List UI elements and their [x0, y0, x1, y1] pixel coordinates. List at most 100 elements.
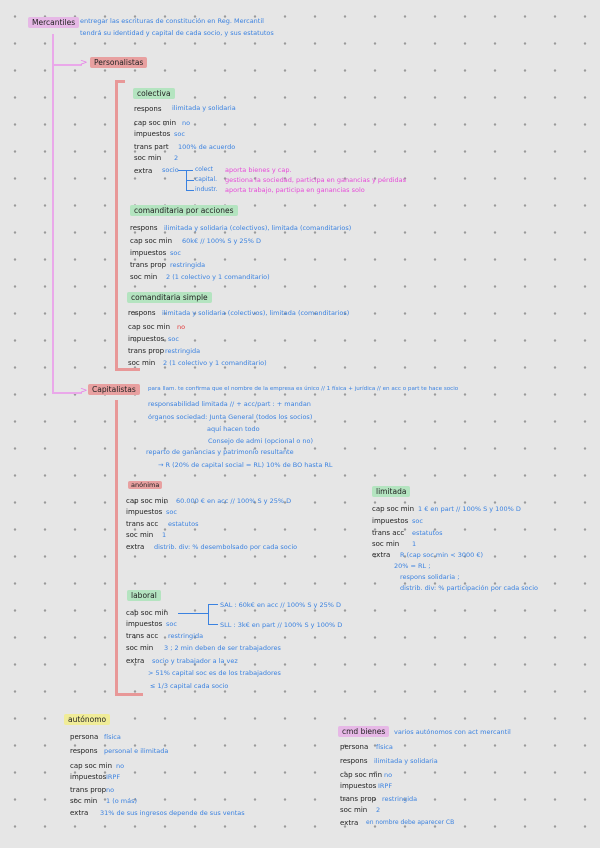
row-key: cap soc min	[70, 762, 113, 770]
row-key: soc min	[128, 359, 156, 367]
row-value: restringida	[170, 261, 206, 269]
branch-line	[186, 180, 194, 181]
row-key: soc min	[70, 797, 98, 805]
row-value: socio y trabajador a la vez	[152, 657, 238, 665]
row-key: impuestos	[372, 517, 409, 525]
bracket	[115, 693, 143, 696]
row-value: 2	[174, 154, 179, 162]
row-value: física	[376, 743, 393, 751]
row-key: respons	[128, 309, 156, 317]
row-value: 100% de acuerdo	[178, 143, 236, 151]
section-autonomo: autónomo	[64, 714, 111, 725]
row-key: extra	[70, 809, 89, 817]
row-key: trans part	[134, 143, 169, 151]
capitalistas-note: Consejo de admi (opcional o no)	[208, 437, 314, 445]
title-note-line1: entregar las escrituras de constitución …	[80, 17, 264, 25]
row-key: extra	[126, 543, 145, 551]
row-value: ilimitada y solidaria (colectivos), limi…	[164, 224, 352, 232]
capitalistas-note: órganos sociedad: Junta General (todos l…	[148, 413, 313, 421]
bracket	[115, 80, 118, 370]
row-value: soc	[174, 130, 185, 138]
section-cmd-bienes: cmd bienes	[338, 726, 390, 737]
row-value: 60.000 € en acc // 100% S y 25% D	[176, 497, 292, 505]
row-key: cap soc min	[134, 119, 177, 127]
row-value: 2 (1 colectivo y 1 comanditario)	[163, 359, 267, 367]
row-key: cap soc min	[128, 323, 171, 331]
row-key: impuestos	[70, 773, 107, 781]
row-value: ilimitada y solidaria	[374, 757, 438, 765]
laboral-extra-line: ≤ 1/3 capital cada socio	[150, 682, 229, 690]
row-key: impuestos	[130, 249, 167, 257]
bracket	[115, 80, 125, 83]
capitalistas-note: reparto de ganancias y patrimonio result…	[146, 448, 294, 456]
bracket	[115, 368, 140, 371]
limitada-extra-line: 20% = RL ;	[394, 562, 431, 570]
cmd-bienes-note: varios autónomos con act mercantil	[394, 728, 511, 736]
row-value: restringida	[165, 347, 201, 355]
row-key: soc min	[372, 540, 400, 548]
branch-line	[186, 190, 194, 191]
row-key: impuestos	[340, 782, 377, 790]
row-key: trans prop	[128, 347, 165, 355]
row-key: soc min	[130, 273, 158, 281]
branch-type: industr.	[195, 186, 218, 193]
row-value: no	[106, 786, 115, 794]
row-value: 1	[412, 540, 417, 548]
bracket	[115, 400, 118, 696]
row-key: cap soc min	[126, 497, 169, 505]
branch-desc: aporta trabajo, participa en ganancias s…	[225, 186, 365, 194]
row-value: 31% de sus ingresos depende de sus venta…	[100, 809, 245, 817]
laboral-branch: SAL : 60k€ en acc // 100% S y 25% D	[220, 601, 341, 609]
row-value: soc	[168, 335, 179, 343]
branch-line	[208, 604, 218, 605]
branch-type: colect	[195, 166, 213, 173]
capitalistas-note: → R (20% de capital social = RL) 10% de …	[158, 461, 333, 469]
row-value: distrib. div: % desembolsado por cada so…	[154, 543, 298, 551]
row-value: 2 (1 colectivo y 1 comanditario)	[166, 273, 270, 281]
subsection-anonima: anónima	[128, 481, 163, 489]
section-capitalistas: Capitalistas	[88, 384, 140, 395]
row-value: 1 (o más)	[106, 797, 138, 805]
row-value: IRPF	[378, 782, 393, 790]
row-key: trans acc	[126, 520, 159, 528]
branch-desc: aporta bienes y cap.	[225, 166, 292, 174]
row-value: soc	[170, 249, 181, 257]
row-key: extra	[126, 657, 145, 665]
arrow-right-icon: >	[80, 58, 88, 68]
row-value: restringida	[168, 632, 204, 640]
row-value: 60k€ // 100% S y 25% D	[182, 237, 261, 245]
row-key: impuestos	[128, 335, 165, 343]
subsection-comanditaria-simple: comanditaria simple	[127, 292, 212, 303]
row-key: trans prop	[70, 786, 107, 794]
branch-type: capital.	[195, 176, 218, 183]
branch-line	[178, 613, 208, 614]
row-value: 3 ; 2 min deben de ser trabajadores	[164, 644, 281, 652]
row-key: soc min	[340, 806, 368, 814]
row-key: extra	[340, 819, 359, 827]
subsection-colectiva: colectiva	[133, 88, 175, 99]
capitalistas-note: responsabilidad limitada // + acc/part :…	[148, 400, 311, 408]
row-value: restringida	[382, 795, 418, 803]
row-key: impuestos	[134, 130, 171, 138]
row-value: estatutos	[168, 520, 199, 528]
row-value: IRPF	[106, 773, 121, 781]
row-key: persona	[70, 733, 99, 741]
row-value: ilimitada y solidaria (colectivos), limi…	[162, 309, 350, 317]
row-value: 1 € en part // 100% S y 100% D	[418, 505, 521, 513]
row-value: socio	[162, 166, 179, 174]
row-key: respons	[70, 747, 98, 755]
row-key: extra	[372, 551, 391, 559]
subsection-laboral: laboral	[127, 590, 161, 601]
capitalistas-note: para llam. te confirma que el nombre de …	[148, 386, 459, 392]
row-value: soc	[166, 508, 177, 516]
branch-line	[208, 604, 209, 624]
capitalistas-note: aquí hacen todo	[207, 425, 260, 433]
title-mercantiles: Mercantiles	[28, 17, 80, 28]
row-value: R (cap soc min < 3000 €)	[400, 551, 483, 559]
tree-connector	[52, 392, 82, 394]
row-key: impuestos	[126, 620, 163, 628]
branch-line	[208, 624, 218, 625]
row-value: ilimitada y solidaria	[172, 104, 236, 112]
row-key: extra	[134, 167, 153, 175]
row-key: respons	[130, 224, 158, 232]
